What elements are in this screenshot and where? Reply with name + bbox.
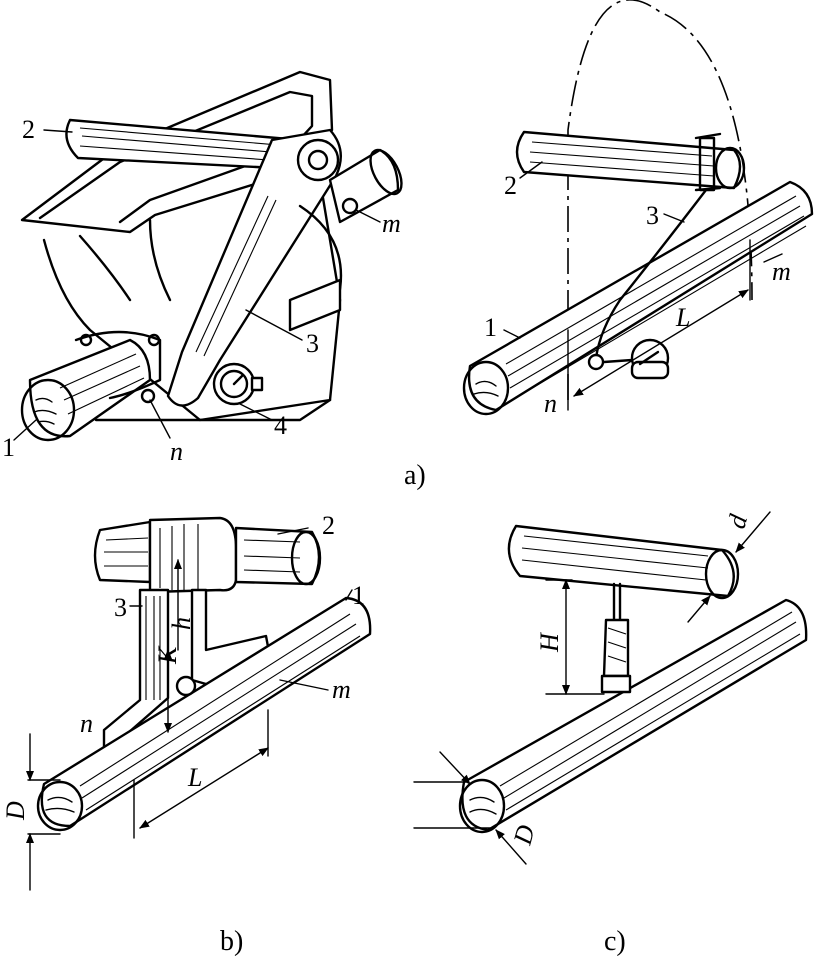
panel-a-label-3: 3 xyxy=(306,329,319,358)
panel-a-label-1: 1 xyxy=(2,433,15,462)
panel-a2-drawing xyxy=(462,0,814,416)
panel-a-label-n: n xyxy=(170,437,183,466)
panel-c-label-d-large: D xyxy=(508,822,541,849)
panel-b-label-m: m xyxy=(332,675,351,704)
panel-c-drawing xyxy=(413,511,808,865)
panel-a2-label-1: 1 xyxy=(484,313,497,342)
panel-b-label-2: 2 xyxy=(322,511,335,540)
panel-a-drawing xyxy=(13,70,403,442)
panel-b-label-k: K xyxy=(153,645,182,665)
panel-b-label-3: 3 xyxy=(114,593,127,622)
panel-a-label-m: m xyxy=(382,209,401,238)
panel-c-label-h: H xyxy=(535,632,564,653)
panel-b-label-n: n xyxy=(80,709,93,738)
panel-b-drawing xyxy=(26,516,372,891)
panel-a-label-4: 4 xyxy=(274,411,287,440)
panel-a2-label-l: L xyxy=(675,303,690,332)
panel-a2-label-m: m xyxy=(772,257,791,286)
caption-b: b) xyxy=(220,926,243,956)
panel-a2-label-3: 3 xyxy=(646,201,659,230)
panel-b-label-d: D xyxy=(1,801,30,821)
panel-c-label-d-small: d xyxy=(722,511,754,532)
panel-a-label-2: 2 xyxy=(22,115,35,144)
caption-a: a) xyxy=(404,460,426,491)
panel-b-label-l: L xyxy=(187,763,202,792)
panel-a2-label-2: 2 xyxy=(504,171,517,200)
panel-b-label-1: 1 xyxy=(352,581,365,610)
panel-b-label-h: h xyxy=(167,617,196,630)
caption-c: c) xyxy=(604,926,626,956)
panel-a2-label-n: n xyxy=(544,389,557,418)
